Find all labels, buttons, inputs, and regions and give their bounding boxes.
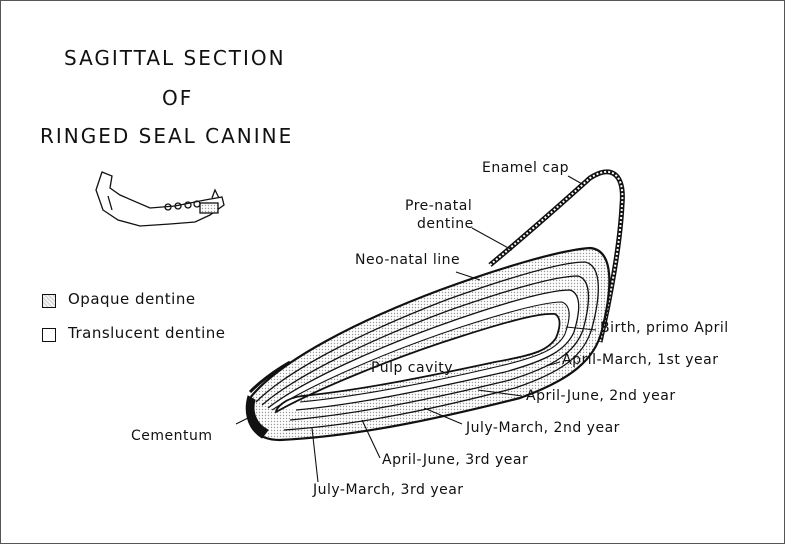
label-enamel-cap: Enamel cap [482,160,569,176]
label-pulp-cavity: Pulp cavity [371,360,453,376]
label-neonatal-line: Neo-natal line [355,252,460,268]
label-birth: Birth, primo April [600,320,729,336]
label-april-june-3: April-June, 3rd year [382,452,528,468]
label-prenatal-2: dentine [417,216,474,232]
leader-enamel-cap [568,176,584,185]
jaw-sketch-icon [96,172,224,226]
legend-translucent-label: Translucent dentine [68,324,226,342]
label-cementum: Cementum [131,428,213,444]
label-april-june-2: April-June, 2nd year [526,388,676,404]
label-july-march-3: July-March, 3rd year [313,482,464,498]
legend-opaque-swatch [42,294,56,308]
leader-prenatal [472,228,512,250]
legend-opaque-label: Opaque dentine [68,290,196,308]
label-prenatal-1: Pre-natal [405,198,472,214]
legend-translucent-swatch [42,328,56,342]
label-july-march-2: July-March, 2nd year [466,420,620,436]
label-april-march-1: April-March, 1st year [562,352,719,368]
